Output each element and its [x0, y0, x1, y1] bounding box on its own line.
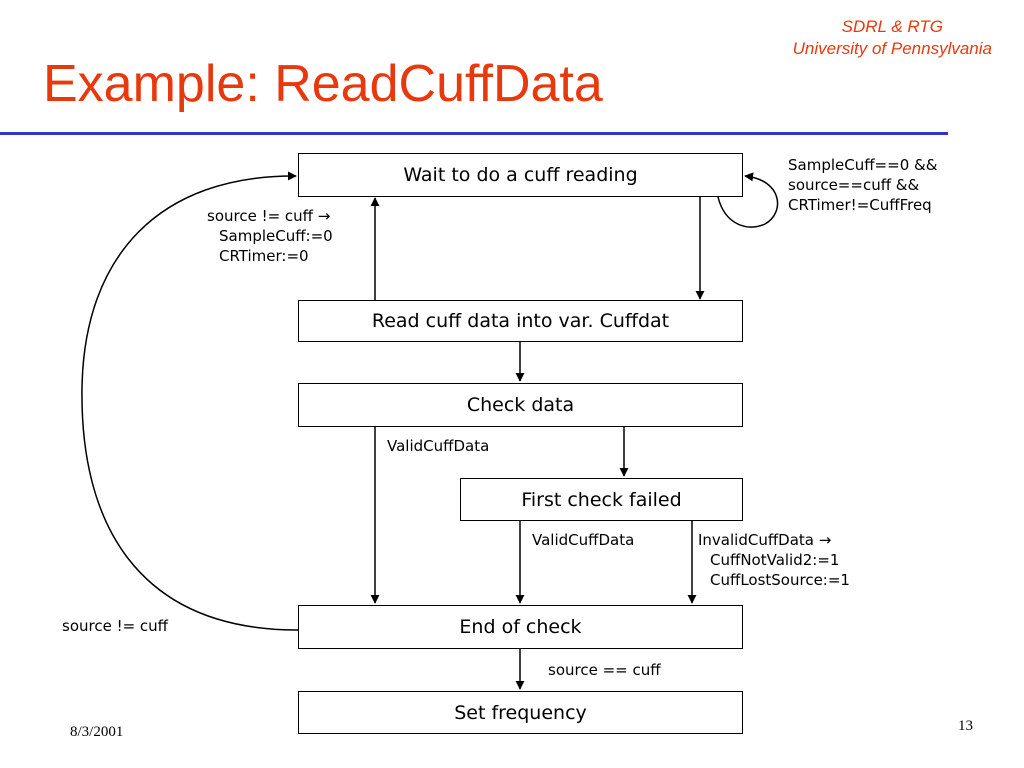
state-read-box: Read cuff data into var. Cuffdat [298, 300, 743, 342]
invalid-line-3: CuffLostSource:=1 [710, 571, 850, 589]
affiliation: SDRL & RTG University of Pennsylvania [793, 16, 992, 60]
label-source-not-cuff-loop: source != cuff [62, 617, 169, 635]
label-source-not-cuff-reset: source != cuff → SampleCuff:=0 CRTimer:=… [207, 206, 333, 266]
invalid-line-2: CuffNotValid2:=1 [710, 551, 840, 569]
slide-date: 8/3/2001 [70, 724, 124, 740]
title-rule [0, 132, 948, 135]
label-self-loop-condition: SampleCuff==0 && source==cuff && CRTimer… [788, 155, 937, 215]
self-loop-line-1: SampleCuff==0 && [788, 156, 938, 174]
reset-line-3: CRTimer:=0 [219, 247, 309, 265]
arrow-end-to-wait-loop [81, 171, 299, 631]
arrow-wait-self-loop [717, 172, 779, 228]
slide-page-number: 13 [958, 718, 973, 734]
invalid-line-1: InvalidCuffData → [698, 531, 832, 549]
state-check-box: Check data [298, 383, 743, 427]
state-first-failed-box: First check failed [460, 478, 743, 521]
state-wait-box: Wait to do a cuff reading [298, 153, 743, 197]
affiliation-line-2: University of Pennsylvania [792, 39, 992, 58]
state-end-box: End of check [298, 605, 743, 649]
label-valid-from-check: ValidCuffData [387, 437, 490, 455]
label-invalid-from-first-failed: InvalidCuffData → CuffNotValid2:=1 CuffL… [698, 530, 850, 590]
reset-line-1: source != cuff → [207, 207, 331, 225]
self-loop-line-2: source==cuff && [788, 176, 920, 194]
reset-line-2: SampleCuff:=0 [219, 227, 333, 245]
self-loop-line-3: CRTimer!=CuffFreq [788, 196, 932, 214]
state-set-frequency-box: Set frequency [298, 691, 743, 734]
label-valid-from-first-failed: ValidCuffData [532, 531, 635, 549]
slide-title: Example: ReadCuffData [43, 55, 603, 113]
affiliation-line-1: SDRL & RTG [841, 17, 944, 36]
label-source-eq-cuff: source == cuff [548, 661, 661, 679]
